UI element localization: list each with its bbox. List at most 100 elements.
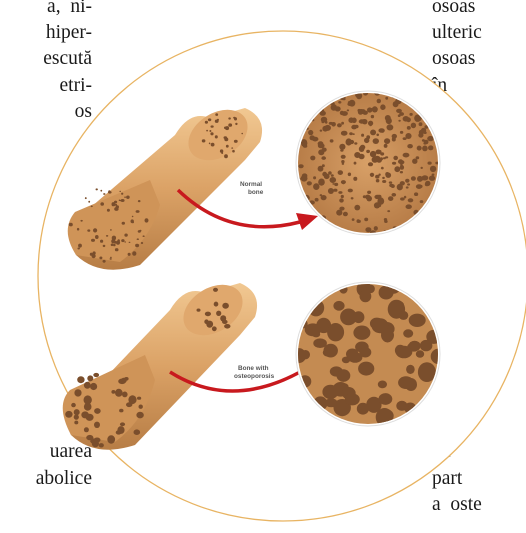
pore [409, 113, 412, 116]
pore [385, 156, 388, 158]
pore [95, 235, 99, 239]
pore [103, 245, 106, 247]
pore [134, 429, 141, 435]
pore [374, 226, 378, 231]
pore [128, 395, 136, 404]
pore [120, 422, 125, 426]
pore [331, 174, 334, 177]
pore [337, 123, 342, 127]
pore [209, 143, 211, 145]
pore [384, 138, 390, 144]
pore [347, 109, 349, 111]
pore [100, 202, 104, 206]
pore [310, 156, 315, 161]
pore [338, 101, 341, 104]
pore [228, 117, 231, 119]
pore [132, 251, 136, 256]
pore [135, 244, 139, 247]
pore [342, 182, 344, 184]
pore [400, 197, 405, 200]
pore [202, 139, 206, 142]
pore [77, 376, 84, 383]
pore [341, 155, 346, 159]
pore [115, 389, 123, 397]
pore [428, 162, 432, 165]
pore [88, 201, 90, 203]
pore [215, 135, 218, 138]
pore [139, 405, 143, 409]
pore [368, 162, 373, 166]
pore [222, 320, 228, 324]
pore [416, 156, 420, 159]
pore [338, 170, 343, 175]
pore [137, 397, 141, 400]
pore [354, 125, 358, 129]
pore [400, 171, 403, 173]
pore [103, 260, 106, 263]
pore [367, 191, 371, 194]
pore [115, 248, 119, 251]
pore [116, 430, 122, 434]
pore [407, 183, 410, 185]
pore [364, 138, 369, 143]
pore [197, 309, 201, 312]
pore [412, 159, 417, 164]
pore [122, 392, 128, 398]
pore [400, 181, 405, 185]
pore [99, 257, 102, 260]
pore [119, 200, 121, 202]
pore [422, 175, 429, 180]
pore [315, 198, 319, 202]
pore [214, 302, 219, 307]
pore [377, 99, 381, 104]
pore [347, 351, 355, 358]
pore [406, 365, 415, 374]
pore [220, 149, 223, 152]
pore [301, 140, 307, 147]
pore [119, 191, 121, 192]
pore [205, 121, 208, 124]
pore [69, 223, 73, 227]
pore [328, 188, 334, 194]
pore [205, 312, 211, 317]
pore [92, 440, 99, 448]
pore [403, 137, 407, 140]
pore [78, 244, 82, 248]
pore [376, 179, 380, 182]
pore [96, 188, 98, 190]
pore [132, 216, 134, 217]
pore [409, 314, 426, 327]
pore [366, 285, 375, 294]
pore [393, 156, 398, 160]
pore [228, 123, 232, 126]
pore [337, 369, 351, 382]
pore [408, 198, 414, 202]
pore [403, 329, 413, 337]
pore [420, 200, 424, 203]
pore [208, 118, 211, 121]
pore [121, 199, 125, 202]
pore [80, 220, 82, 222]
pore [385, 172, 389, 177]
pore [384, 218, 387, 221]
pore [338, 191, 342, 194]
pore [222, 303, 229, 309]
pore [396, 109, 402, 113]
pore [419, 130, 424, 135]
pore [241, 133, 243, 135]
pore [398, 376, 414, 389]
pore [333, 301, 344, 311]
pore [400, 131, 403, 134]
pore [100, 190, 102, 192]
pore [226, 145, 229, 148]
pore [385, 97, 388, 100]
pore [114, 201, 117, 204]
pore [298, 164, 303, 168]
pore [417, 146, 422, 151]
pore [354, 152, 360, 158]
pore [308, 130, 313, 135]
pore [406, 204, 412, 209]
pore [99, 443, 104, 447]
pore [371, 115, 374, 118]
